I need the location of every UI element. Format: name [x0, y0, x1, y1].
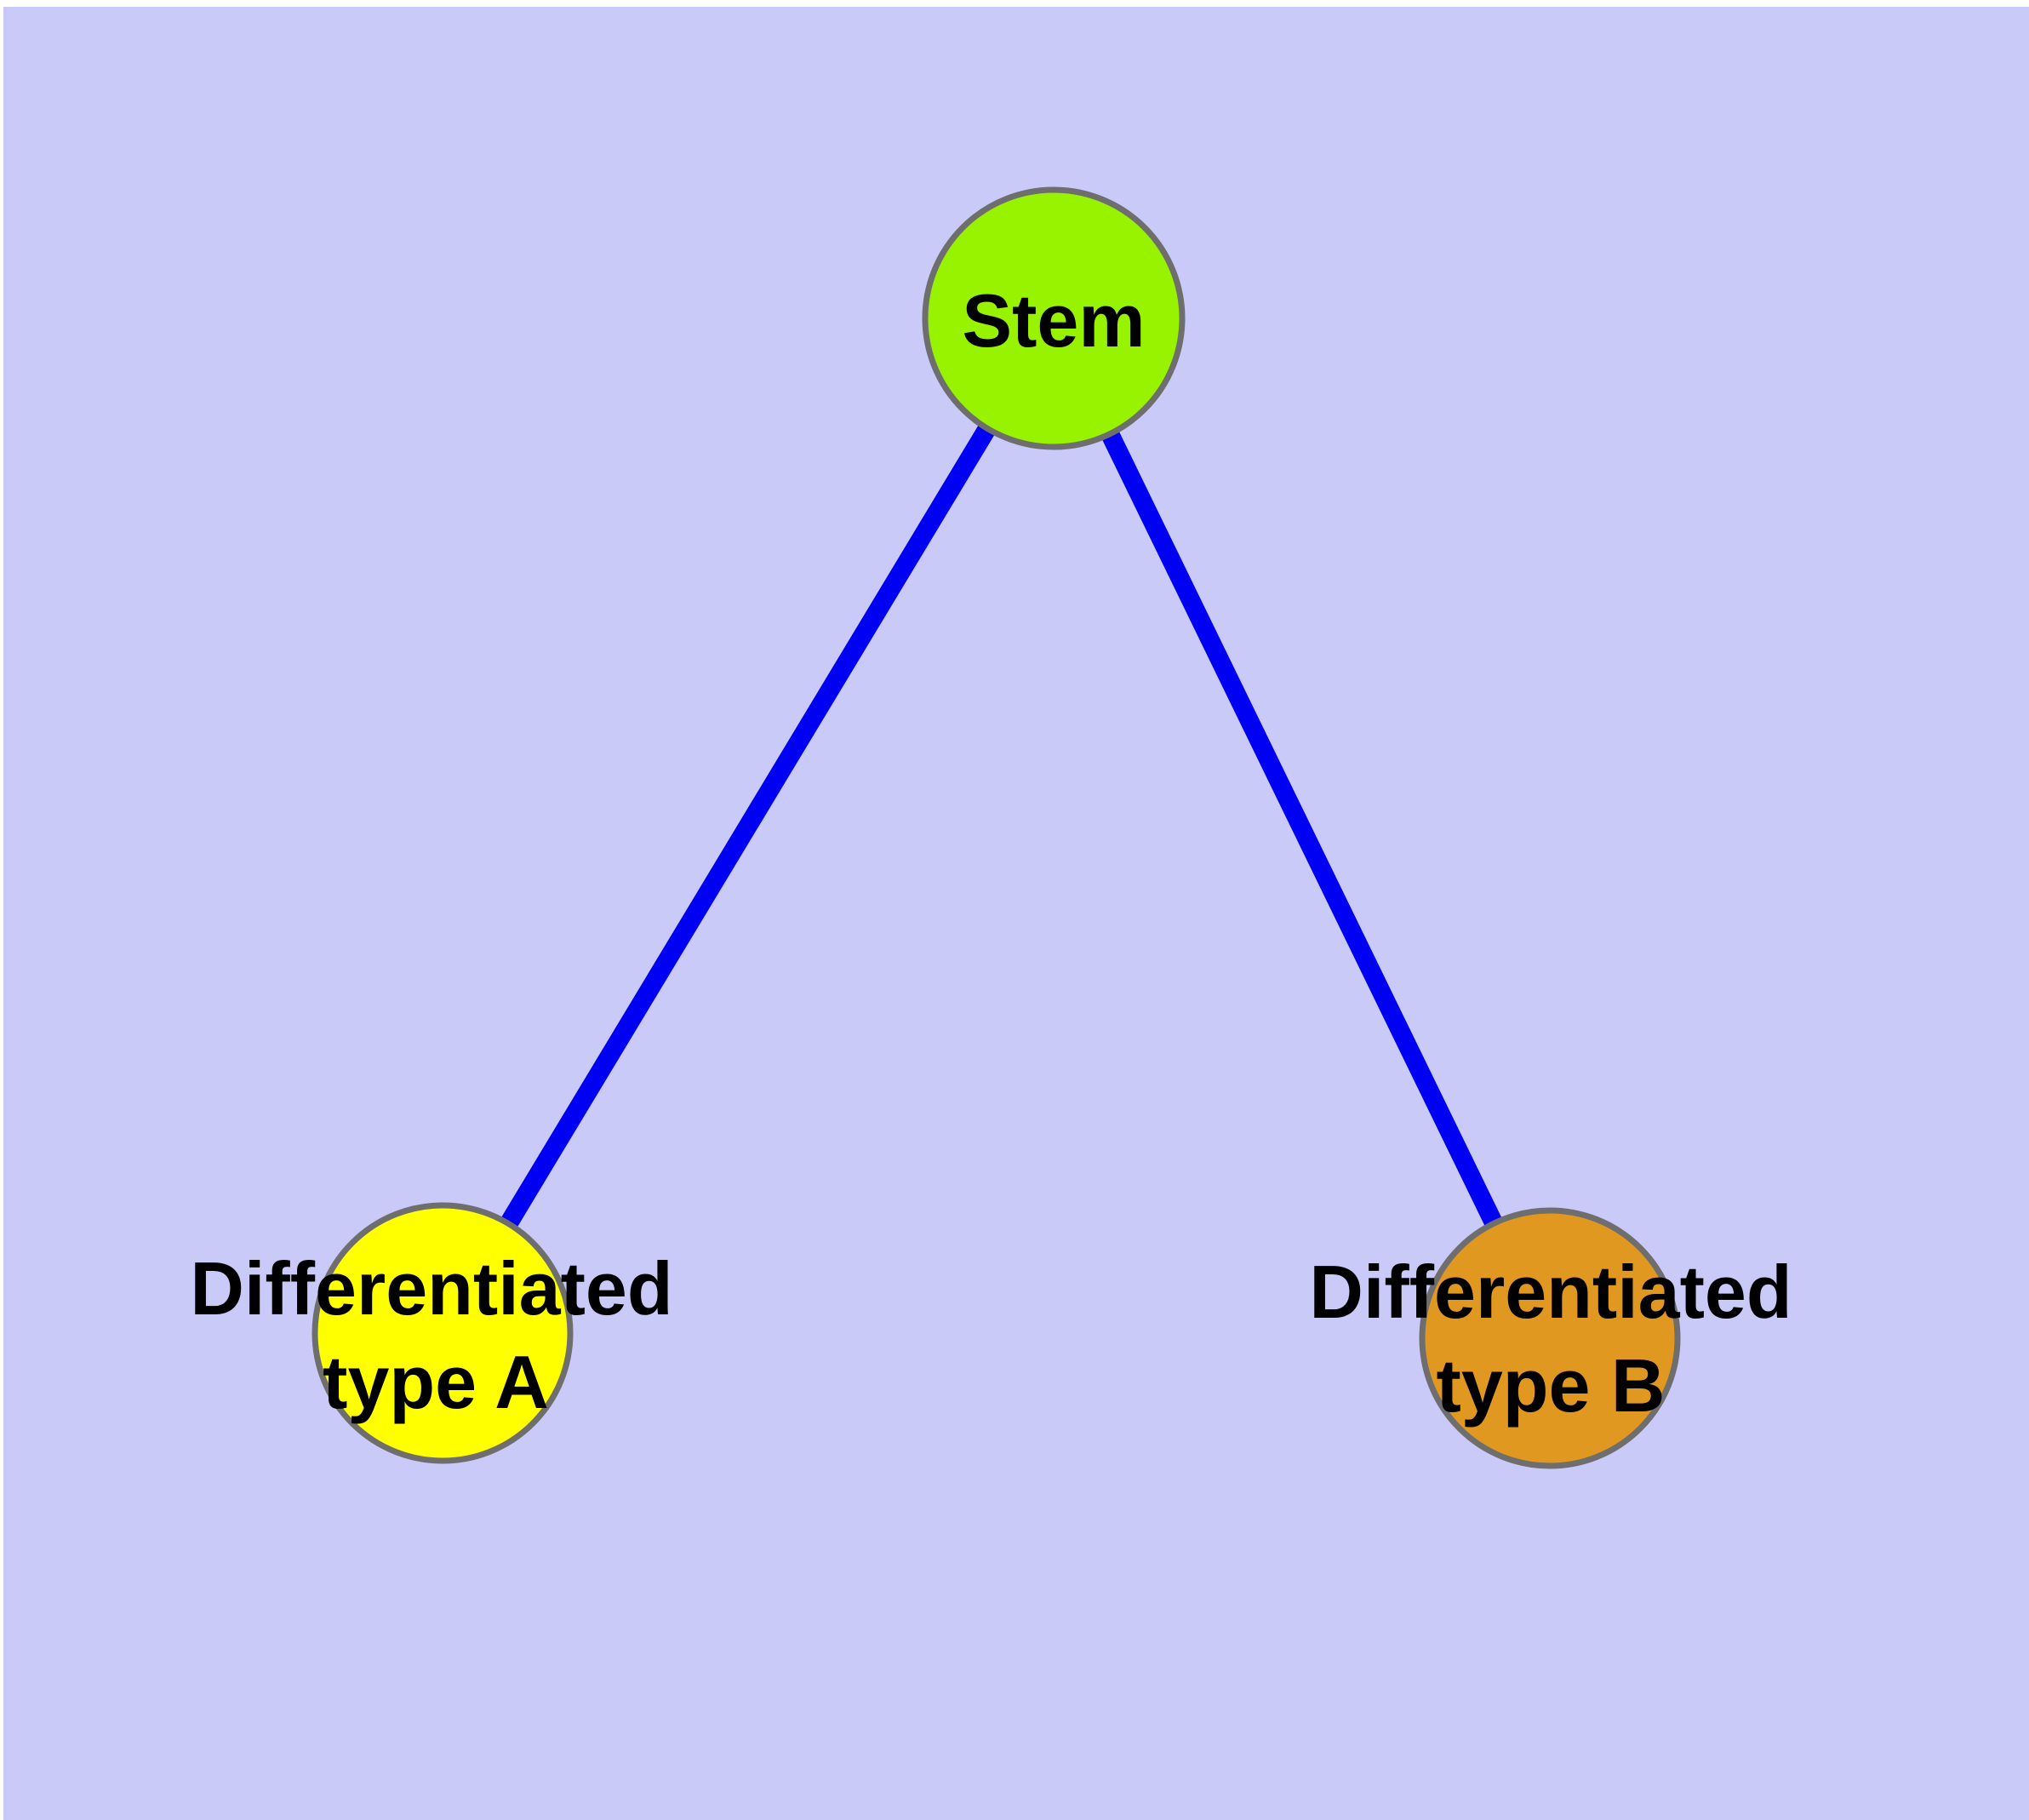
node-label-type-b-line1: Differentiated: [1309, 1250, 1792, 1334]
node-label-type-a-line1: Differentiated: [190, 1246, 672, 1331]
node-label-type-b-line2: type B: [1437, 1343, 1666, 1428]
node-differentiated-type-a: [311, 1202, 574, 1464]
edge-stem-to-type-b: [1045, 314, 1558, 1342]
node-label-stem: Stem: [962, 278, 1145, 363]
node-stem: [922, 186, 1186, 450]
node-differentiated-type-b: [1419, 1207, 1681, 1469]
node-label-type-a-line2: type A: [323, 1340, 549, 1424]
edge-stem-to-type-a: [434, 313, 1062, 1338]
